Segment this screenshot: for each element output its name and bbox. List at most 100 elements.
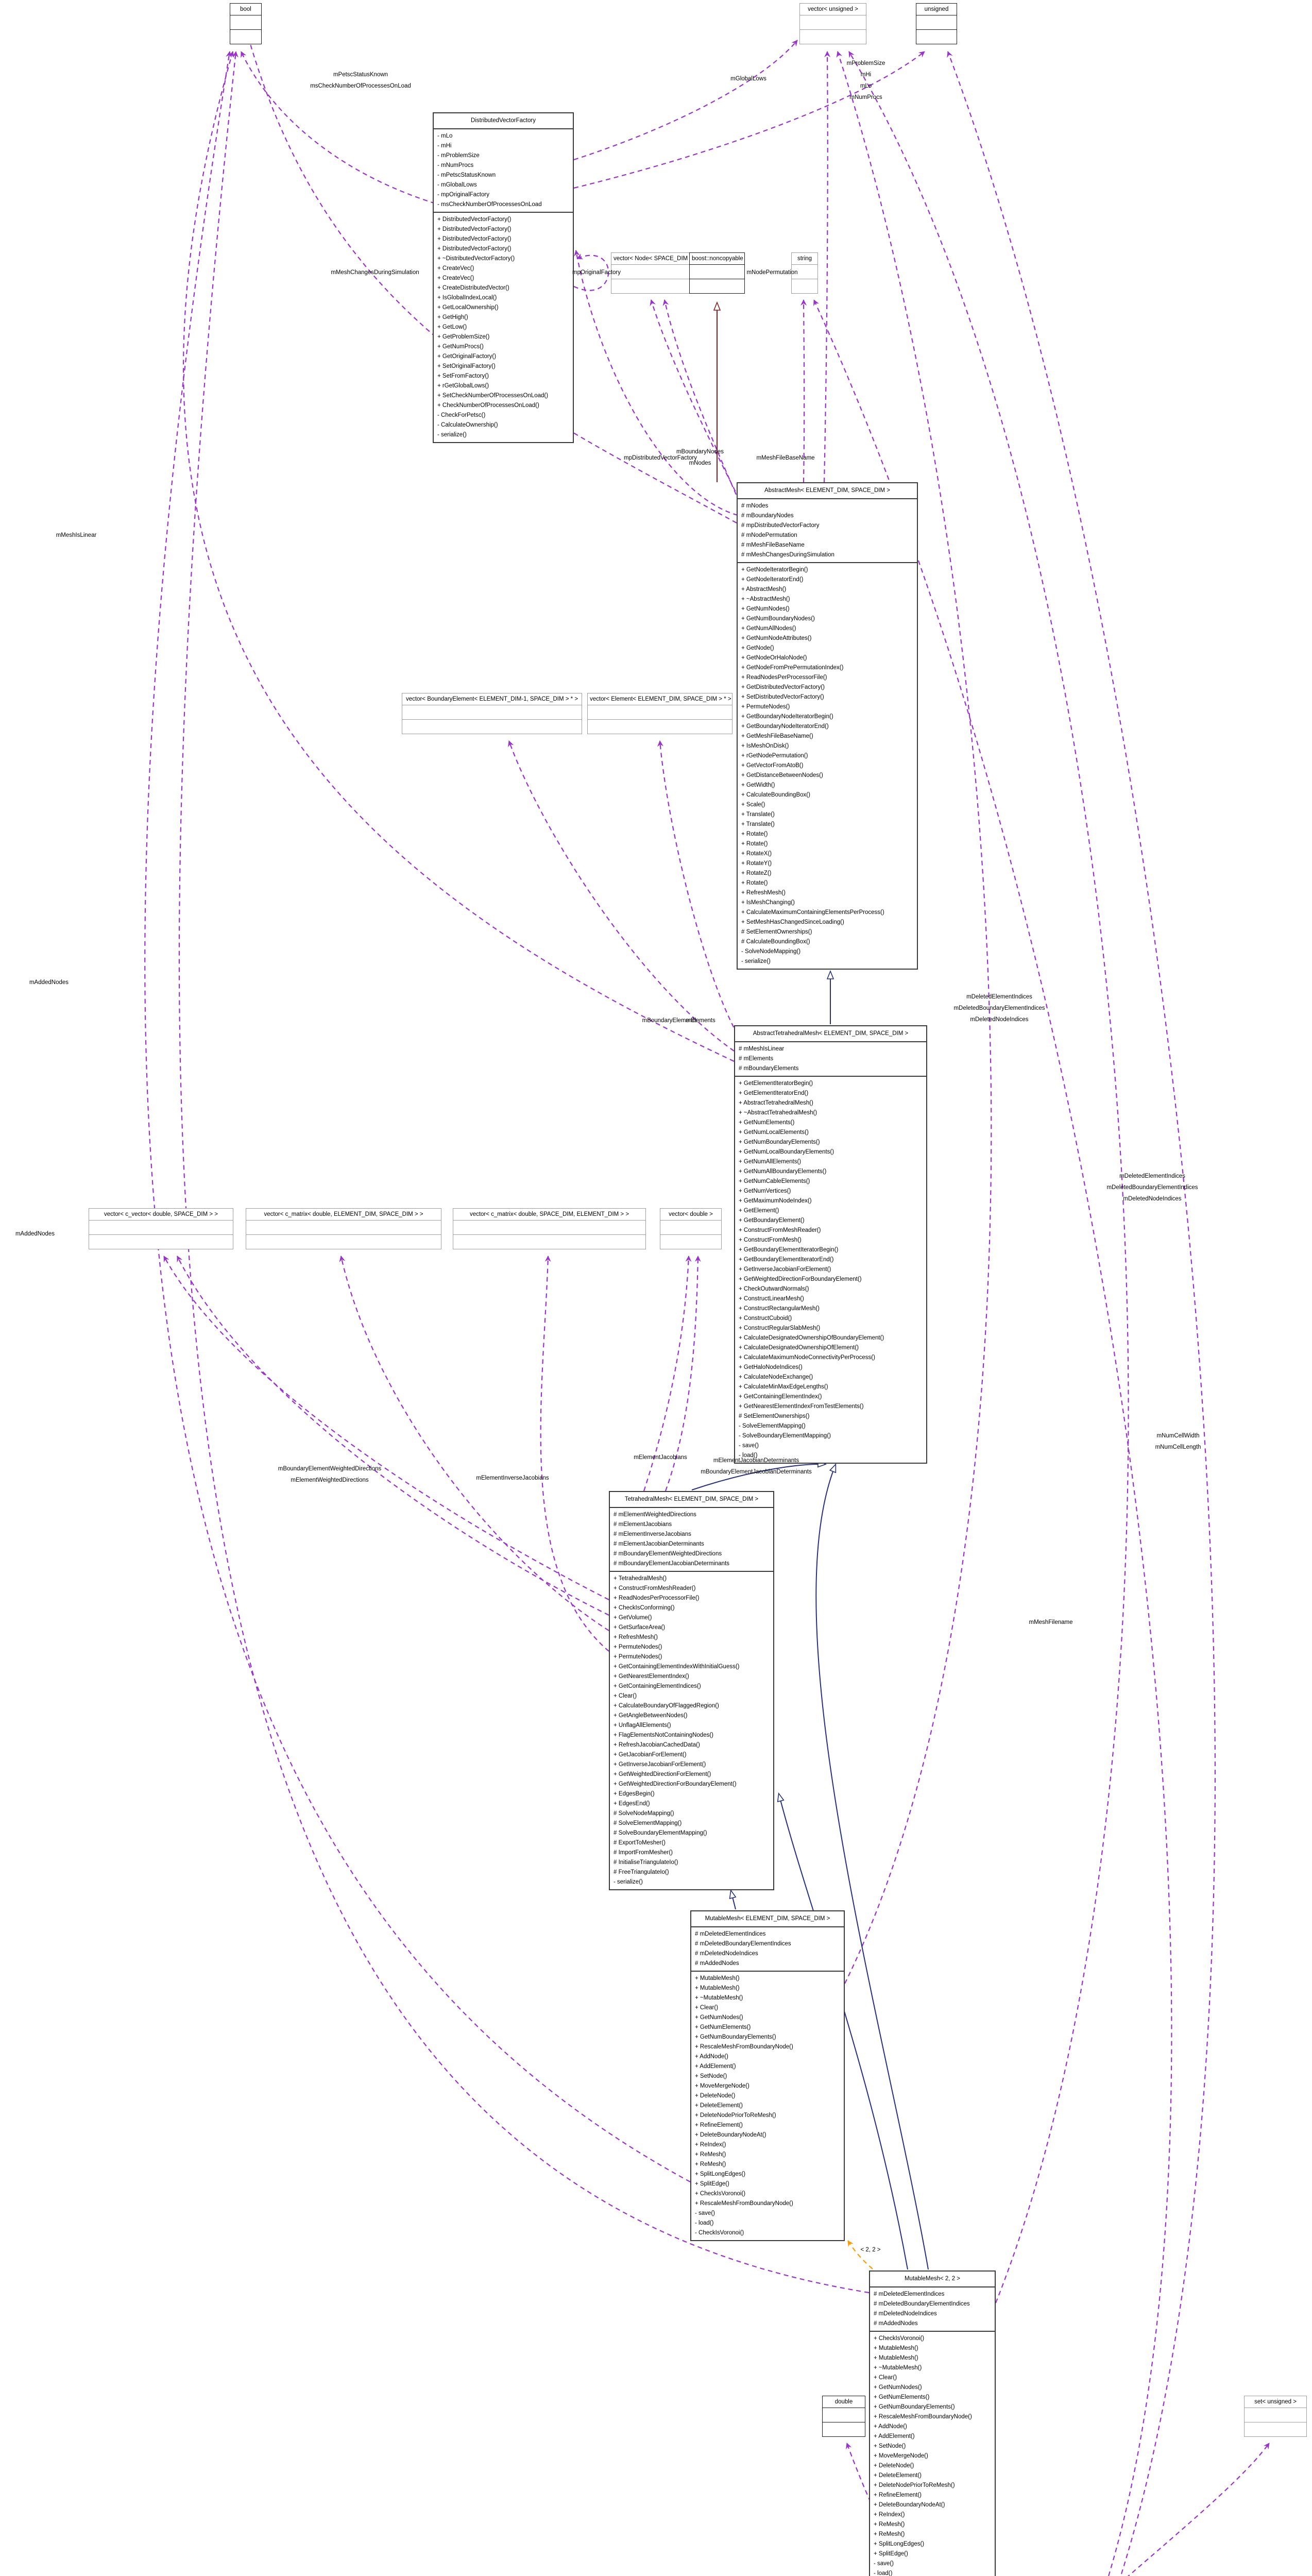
methods-section: + DistributedVectorFactory()+ Distribute… xyxy=(434,212,573,442)
class-box-abstract-tetrahedral-mesh[interactable]: AbstractTetrahedralMesh< ELEMENT_DIM, SP… xyxy=(734,1025,927,1464)
member-row: + ~AbstractMesh() xyxy=(741,596,790,602)
member-row: + ConstructFromMeshReader() xyxy=(614,1585,696,1591)
class-title: vector< double > xyxy=(660,1209,721,1221)
member-row: + GetNumCableElements() xyxy=(739,1178,810,1184)
class-title[interactable]: TetrahedralMesh< ELEMENT_DIM, SPACE_DIM … xyxy=(610,1492,773,1508)
class-box-mutable-mesh-2-2[interactable]: MutableMesh< 2, 2 > # mDeletedElementInd… xyxy=(869,2270,996,2576)
member-row: + GetVolume() xyxy=(614,1615,652,1621)
empty-compartment xyxy=(1245,2422,1306,2436)
attributes-section: # mNodes# mBoundaryNodes# mpDistributedV… xyxy=(738,499,917,562)
member-row: + GetNearestElementIndex() xyxy=(614,1673,689,1680)
member-row: + GetNumAllNodes() xyxy=(741,625,796,632)
class-box-distributed-vector-factory[interactable]: DistributedVectorFactory - mLo- mHi- mPr… xyxy=(433,112,574,443)
member-row: # mNodePermutation xyxy=(741,532,797,538)
member-row: - save() xyxy=(874,2561,894,2567)
member-row: + GetHigh() xyxy=(437,314,468,320)
edge-label-added-nodes-1: mAddedNodes xyxy=(29,979,69,986)
methods-section: + CheckIsVoronoi()+ MutableMesh()+ Mutab… xyxy=(870,2331,995,2576)
member-row: # mDeletedElementIndices xyxy=(874,2291,945,2297)
class-title[interactable]: MutableMesh< ELEMENT_DIM, SPACE_DIM > xyxy=(691,1911,844,1927)
empty-compartment xyxy=(690,265,744,279)
member-row: - SolveNodeMapping() xyxy=(741,948,801,955)
class-title: vector< Element< ELEMENT_DIM, SPACE_DIM … xyxy=(588,693,732,705)
edge-mutablemesh-bool-addednodes xyxy=(144,51,691,2182)
member-row: + DistributedVectorFactory() xyxy=(437,216,512,223)
class-title: vector< c_matrix< double, SPACE_DIM, ELE… xyxy=(453,1209,645,1221)
class-box-mutable-mesh[interactable]: MutableMesh< ELEMENT_DIM, SPACE_DIM > # … xyxy=(690,1910,845,2241)
class-title[interactable]: AbstractMesh< ELEMENT_DIM, SPACE_DIM > xyxy=(738,483,917,499)
member-row: + ReMesh() xyxy=(695,2151,726,2158)
member-row: + GetNode() xyxy=(741,645,774,651)
member-row: + Clear() xyxy=(874,2375,897,2381)
member-row: + GetNodeIteratorBegin() xyxy=(741,567,808,573)
class-title: double xyxy=(823,2396,865,2408)
empty-compartment xyxy=(690,279,744,293)
member-row: # mDeletedElementIndices xyxy=(695,1931,766,1937)
member-row: + CalculateMinMaxEdgeLengths() xyxy=(739,1384,828,1390)
member-row: # mMeshChangesDuringSimulation xyxy=(741,552,834,558)
member-row: # InitialiseTriangulateIo() xyxy=(614,1859,678,1866)
member-row: - serialize() xyxy=(614,1879,643,1885)
member-row: # SetElementOwnerships() xyxy=(741,929,812,935)
member-row: + IsMeshChanging() xyxy=(741,900,795,906)
attributes-section: # mDeletedElementIndices# mDeletedBounda… xyxy=(691,1927,844,1971)
class-title: vector< c_vector< double, SPACE_DIM > > xyxy=(89,1209,233,1221)
member-row: # ImportFromMesher() xyxy=(614,1850,673,1856)
member-row: + CheckOutwardNormals() xyxy=(739,1286,809,1292)
member-row: # SetElementOwnerships() xyxy=(739,1413,810,1419)
methods-section: + TetrahedralMesh()+ ConstructFromMeshRe… xyxy=(610,1571,773,1889)
edge-abstractmesh-vectornode-boundarynodes xyxy=(662,299,747,518)
member-row: + Clear() xyxy=(695,2005,719,2011)
member-row: # mDeletedBoundaryElementIndices xyxy=(874,2301,970,2307)
empty-compartment xyxy=(588,705,732,719)
member-row: + GetWeightedDirectionForBoundaryElement… xyxy=(739,1276,862,1282)
member-row: + MoveMergeNode() xyxy=(695,2083,749,2089)
member-row: + Translate() xyxy=(741,821,775,827)
class-box-tetrahedral-mesh[interactable]: TetrahedralMesh< ELEMENT_DIM, SPACE_DIM … xyxy=(609,1491,774,1890)
methods-section: + GetNodeIteratorBegin()+ GetNodeIterato… xyxy=(738,562,917,969)
member-row: + GetNumBoundaryNodes() xyxy=(741,616,815,622)
member-row: + GetNumBoundaryElements() xyxy=(739,1139,820,1145)
member-row: + CalculateNodeExchange() xyxy=(739,1374,813,1380)
class-title[interactable]: MutableMesh< 2, 2 > xyxy=(870,2272,995,2287)
class-title: bool xyxy=(230,4,261,15)
class-box-abstract-mesh[interactable]: AbstractMesh< ELEMENT_DIM, SPACE_DIM > #… xyxy=(737,482,918,970)
member-row: + AbstractMesh() xyxy=(741,586,787,592)
member-row: + GetBoundaryElement() xyxy=(739,1217,805,1224)
member-row: + MutableMesh() xyxy=(695,1985,740,1991)
member-row: - mHi xyxy=(437,143,452,149)
member-row: - save() xyxy=(739,1443,759,1449)
member-row: + CalculateDesignatedOwnershipOfElement(… xyxy=(739,1345,859,1351)
member-row: + CreateVec() xyxy=(437,265,474,272)
member-row: # CalculateBoundingBox() xyxy=(741,939,810,945)
member-row: - mNumProcs xyxy=(437,162,474,168)
member-row: - msCheckNumberOfProcessesOnLoad xyxy=(437,201,542,208)
class-box-double: double xyxy=(822,2396,865,2437)
member-row: + SplitEdge() xyxy=(874,2551,908,2557)
class-title[interactable]: DistributedVectorFactory xyxy=(434,113,573,129)
member-row: + CalculateBoundingBox() xyxy=(741,792,810,798)
member-row: + UnflagAllElements() xyxy=(614,1722,671,1728)
edge-mm22-bool-addednodes xyxy=(178,51,870,2294)
edge-label-mesh-filename: mMeshFilename xyxy=(1029,1619,1073,1625)
member-row: + SetFromFactory() xyxy=(437,373,489,379)
empty-compartment xyxy=(246,1221,441,1234)
member-row: + MoveMergeNode() xyxy=(874,2453,928,2459)
member-row: - serialize() xyxy=(741,958,771,964)
member-row: + ReIndex() xyxy=(695,2142,726,2148)
member-row: + GetNumBoundaryElements() xyxy=(695,2034,776,2040)
member-row: + Scale() xyxy=(741,802,765,808)
member-row: + PermuteNodes() xyxy=(614,1644,662,1650)
class-box-boost-noncopyable: boost::noncopyable xyxy=(689,252,745,294)
class-title: vector< Node< SPACE_DIM > * > xyxy=(611,253,699,265)
edge-tetmesh-cmatrixes-jacobians xyxy=(339,1256,609,1631)
edge-inherit-mutablemesh-tetmesh xyxy=(731,1891,736,1910)
empty-compartment xyxy=(453,1234,645,1249)
edge-dvf-self-originalfactory xyxy=(573,253,609,291)
member-row: + GetElementIteratorBegin() xyxy=(739,1080,813,1087)
empty-compartment xyxy=(1245,2408,1306,2422)
class-title[interactable]: AbstractTetrahedralMesh< ELEMENT_DIM, SP… xyxy=(735,1026,926,1042)
member-row: + CalculateMaximumNodeConnectivityPerPro… xyxy=(739,1354,875,1361)
member-row: - load() xyxy=(739,1452,758,1459)
